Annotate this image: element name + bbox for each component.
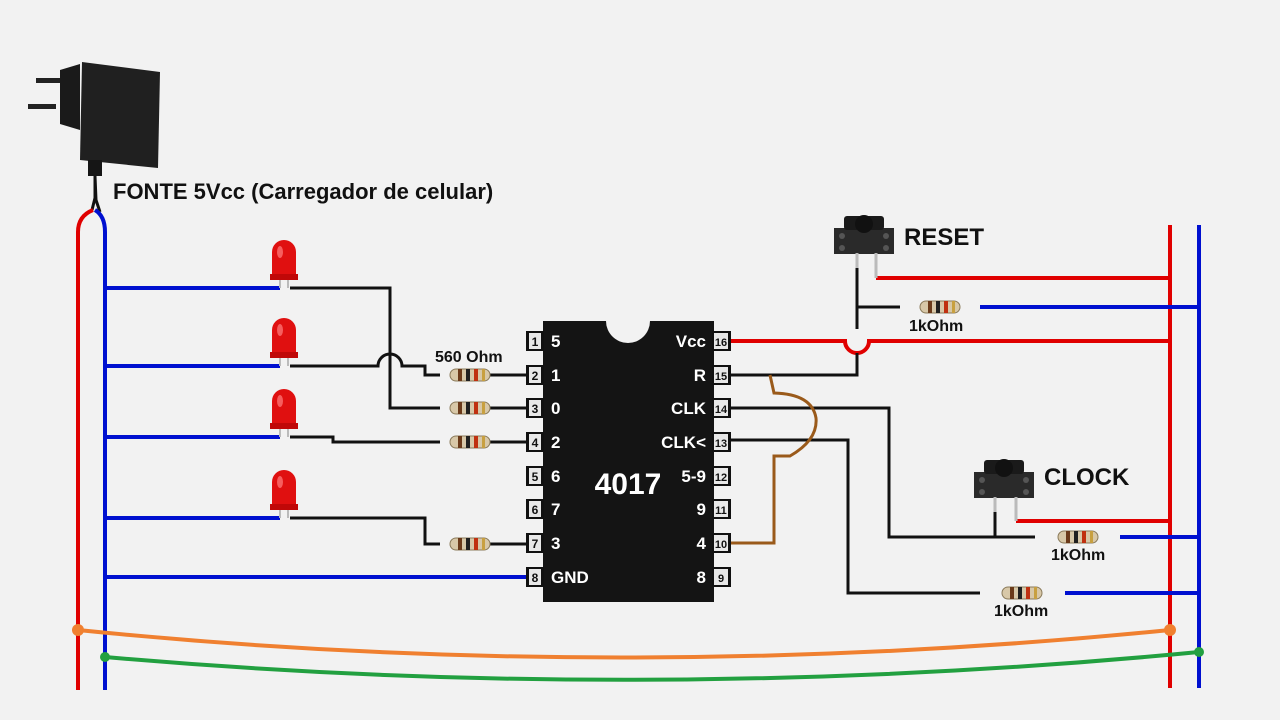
- led-resistor-4: [449, 537, 491, 551]
- clock-button[interactable]: [974, 459, 1034, 498]
- pin-name: GND: [551, 568, 589, 587]
- pin-name: Vcc: [676, 332, 706, 351]
- vcc-wire: [730, 339, 1170, 355]
- pin-number: 15: [715, 371, 727, 383]
- right-pin-15: 15 R: [694, 365, 731, 385]
- led-4: [269, 469, 299, 519]
- clock-signal-wire: [730, 406, 1035, 539]
- right-pin-14: 14 CLK: [671, 398, 731, 418]
- power-supply-label: FONTE 5Vcc (Carregador de celular): [113, 179, 493, 204]
- clock-inhibit-resistor: [1001, 586, 1043, 600]
- reset-resistor-label: 1kOhm: [909, 318, 963, 335]
- right-pin-9: 98: [697, 567, 731, 587]
- pin-number: 2: [532, 369, 539, 383]
- pin-number: 3: [532, 402, 539, 416]
- reset-resistor: [919, 300, 961, 314]
- chip-label: 4017: [595, 468, 662, 501]
- led-1: [269, 239, 299, 289]
- pin-name: 3: [551, 534, 560, 553]
- pin-number: 12: [715, 472, 727, 484]
- pin-number: 6: [532, 503, 539, 517]
- clock-resistor-label: 1kOhm: [1051, 547, 1105, 564]
- pin-number: 10: [715, 539, 727, 551]
- positive-rail-left: [76, 208, 94, 690]
- reset-label: RESET: [904, 224, 984, 251]
- clock-resistor: [1057, 530, 1099, 544]
- pin-number: 14: [715, 404, 728, 416]
- pin-name: 4: [697, 534, 707, 553]
- power-adapter: [28, 62, 160, 213]
- led-resistor-1: [449, 368, 491, 382]
- pin-number: 11: [715, 505, 727, 517]
- ic-4017: 4 0 1 7: [543, 321, 714, 602]
- led-resistor-label: 560 Ohm: [435, 349, 503, 366]
- right-pin-10: 10 4: [697, 533, 731, 553]
- led-ground-wires: [105, 286, 527, 579]
- pin-name: 6: [551, 467, 560, 486]
- reset-button[interactable]: [834, 215, 894, 254]
- pin-number: 7: [532, 537, 539, 551]
- pin-number: 5: [532, 470, 539, 484]
- pin-name: 7: [551, 500, 560, 519]
- clock-inhibit-wire: [730, 438, 980, 595]
- left-pin-8: 8 GND: [526, 567, 589, 587]
- right-pin-16: 16 Vcc: [676, 331, 731, 351]
- orange-wire: [77, 628, 1171, 660]
- pin-name: 0: [551, 399, 560, 418]
- green-wire: [104, 650, 1200, 682]
- pin-name: CLK: [671, 399, 707, 418]
- pin-name: CLK<: [661, 433, 706, 452]
- right-pin-12: 12 5-9: [681, 466, 731, 486]
- reset-signal-wire: [730, 268, 900, 377]
- pin-name: 2: [551, 433, 560, 452]
- led-resistor-3: [449, 435, 491, 449]
- pin-number: 16: [715, 337, 727, 349]
- pin-number: 8: [532, 571, 539, 585]
- pin-name: R: [694, 366, 706, 385]
- pin-name: 9: [697, 500, 706, 519]
- led-resistor-2: [449, 401, 491, 415]
- pin-number: 13: [715, 438, 727, 450]
- led-3: [269, 388, 299, 438]
- clock-label: CLOCK: [1044, 464, 1130, 491]
- negative-rail-left: [93, 208, 107, 690]
- pin-name: 5-9: [681, 467, 706, 486]
- pin-name: 8: [697, 568, 706, 587]
- pin-number: 9: [718, 573, 724, 585]
- pin-number: 4: [532, 436, 539, 450]
- pin-name: 5: [551, 332, 560, 351]
- jumper-wire: [730, 374, 818, 545]
- right-pin-13: 13 CLK<: [661, 432, 731, 452]
- led-signal-wires: [290, 286, 527, 546]
- pin-name: 1: [551, 366, 560, 385]
- clock-inhibit-resistor-label: 1kOhm: [994, 603, 1048, 620]
- led-2: [269, 317, 299, 367]
- pin-number: 1: [532, 335, 539, 349]
- right-pin-11: 11 9: [697, 499, 731, 519]
